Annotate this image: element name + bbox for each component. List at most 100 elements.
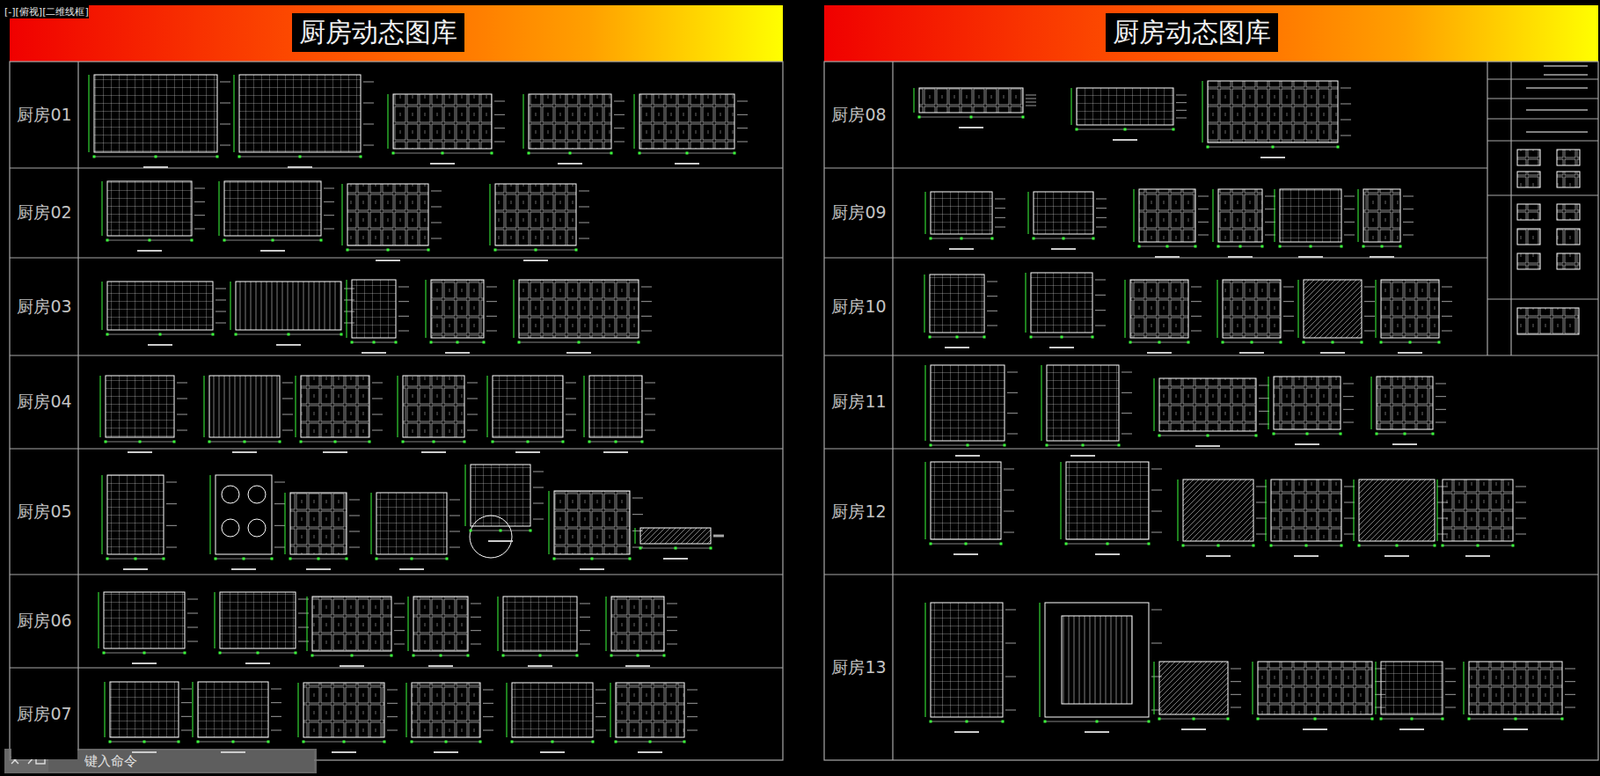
cad-linework	[584, 375, 585, 438]
cad-linework	[1438, 341, 1441, 344]
cad-linework	[143, 166, 169, 169]
cad-linework	[1066, 461, 1149, 540]
cad-linework	[1298, 255, 1323, 258]
cad-linework	[1369, 255, 1395, 258]
cad-linework	[431, 190, 442, 239]
cad-linework	[1468, 661, 1563, 715]
cad-linework	[994, 198, 1006, 227]
cad-linework	[929, 720, 933, 724]
cad-linework	[1028, 191, 1030, 234]
cad-linework	[1375, 661, 1377, 715]
cad-linework	[1517, 307, 1579, 335]
cad-linework	[349, 499, 360, 548]
cad-linework	[300, 375, 370, 438]
cad-linework	[219, 81, 231, 146]
cad-linework	[1000, 542, 1003, 546]
cad-linework	[1003, 468, 1015, 533]
cad-linework	[215, 558, 272, 560]
cad-linework	[511, 682, 593, 738]
cad-linework	[102, 651, 106, 655]
cad-linework	[359, 155, 363, 159]
cad-linework	[413, 596, 468, 651]
cad-linework	[548, 490, 550, 555]
cad-linework	[824, 256, 1488, 258]
cad-linework	[219, 651, 222, 655]
cad-linework	[470, 464, 531, 527]
cad-linework	[102, 281, 103, 330]
cad-linework	[469, 515, 512, 558]
cad-linework	[470, 603, 482, 644]
cad-linework	[566, 351, 592, 354]
cad-linework	[1487, 194, 1599, 196]
cad-linework	[591, 557, 594, 561]
cad-linework	[1039, 602, 1041, 717]
cad-linework	[1112, 138, 1138, 141]
cad-linework	[515, 451, 541, 453]
cad-linework	[387, 94, 389, 149]
cad-linework	[930, 721, 1003, 723]
cad-linework	[1205, 555, 1231, 557]
cad-linework	[1256, 717, 1260, 721]
cad-linework	[1182, 544, 1185, 548]
cad-linework	[465, 464, 467, 527]
cad-linework	[393, 153, 492, 154]
cad-linework	[295, 375, 297, 438]
cad-linework	[1227, 717, 1230, 721]
cad-linework	[1190, 286, 1202, 331]
cad-linework	[339, 664, 365, 667]
cad-linework	[1486, 61, 1488, 356]
cad-linework	[1172, 128, 1176, 132]
cad-linework	[433, 751, 459, 753]
row-label: 厨房05	[16, 500, 72, 524]
cad-linework	[375, 259, 401, 262]
row-label: 厨房03	[16, 295, 72, 319]
cad-linework	[966, 444, 970, 447]
cad-linework	[589, 375, 643, 438]
cad-linework	[1044, 721, 1149, 723]
row-label: 厨房10	[831, 295, 886, 319]
cad-linework	[1257, 718, 1373, 720]
cad-linework	[960, 237, 964, 241]
cad-linework	[1302, 341, 1306, 344]
cad-linework	[1561, 717, 1564, 721]
cad-linework	[176, 382, 188, 431]
cad-linework	[1044, 720, 1047, 724]
cad-linework	[1399, 245, 1403, 249]
cad-linework	[589, 441, 643, 443]
cad-linework	[48, 750, 315, 772]
cad-linework	[610, 682, 612, 738]
cad-linework	[1468, 718, 1563, 720]
cad-linework	[930, 602, 1003, 717]
cad-linework	[640, 527, 711, 544]
cad-linework	[387, 689, 398, 731]
cad-linework	[683, 740, 687, 744]
cad-linework	[372, 382, 383, 431]
cad-linework	[1371, 717, 1374, 721]
cad-linework	[9, 354, 783, 356]
cad-linework	[147, 343, 173, 346]
cad-linework	[390, 654, 394, 658]
cad-linework	[1030, 336, 1033, 339]
cad-linework	[230, 281, 232, 330]
row-label-cell: 厨房10	[825, 258, 892, 355]
cad-linework	[320, 239, 323, 242]
cad-linework	[248, 518, 266, 537]
cad-linework	[231, 568, 256, 570]
cad-linework	[148, 239, 152, 242]
cad-linework	[553, 557, 556, 561]
cad-linework	[1271, 545, 1342, 547]
cad-linework	[1217, 544, 1221, 548]
cad-linework	[1468, 717, 1471, 721]
cad-linework	[194, 188, 205, 229]
cad-linework	[1095, 279, 1106, 326]
cad-linework	[372, 341, 376, 344]
cad-linework	[1514, 717, 1518, 721]
cad-linework	[9, 666, 783, 668]
cad-linework	[1309, 245, 1313, 249]
cad-linework	[518, 341, 521, 344]
cad-linework	[445, 557, 449, 561]
cad-linework	[1084, 730, 1110, 733]
title-box: 厨房动态图库	[1105, 13, 1279, 52]
cad-linework	[347, 183, 429, 246]
cad-linework	[276, 343, 301, 346]
